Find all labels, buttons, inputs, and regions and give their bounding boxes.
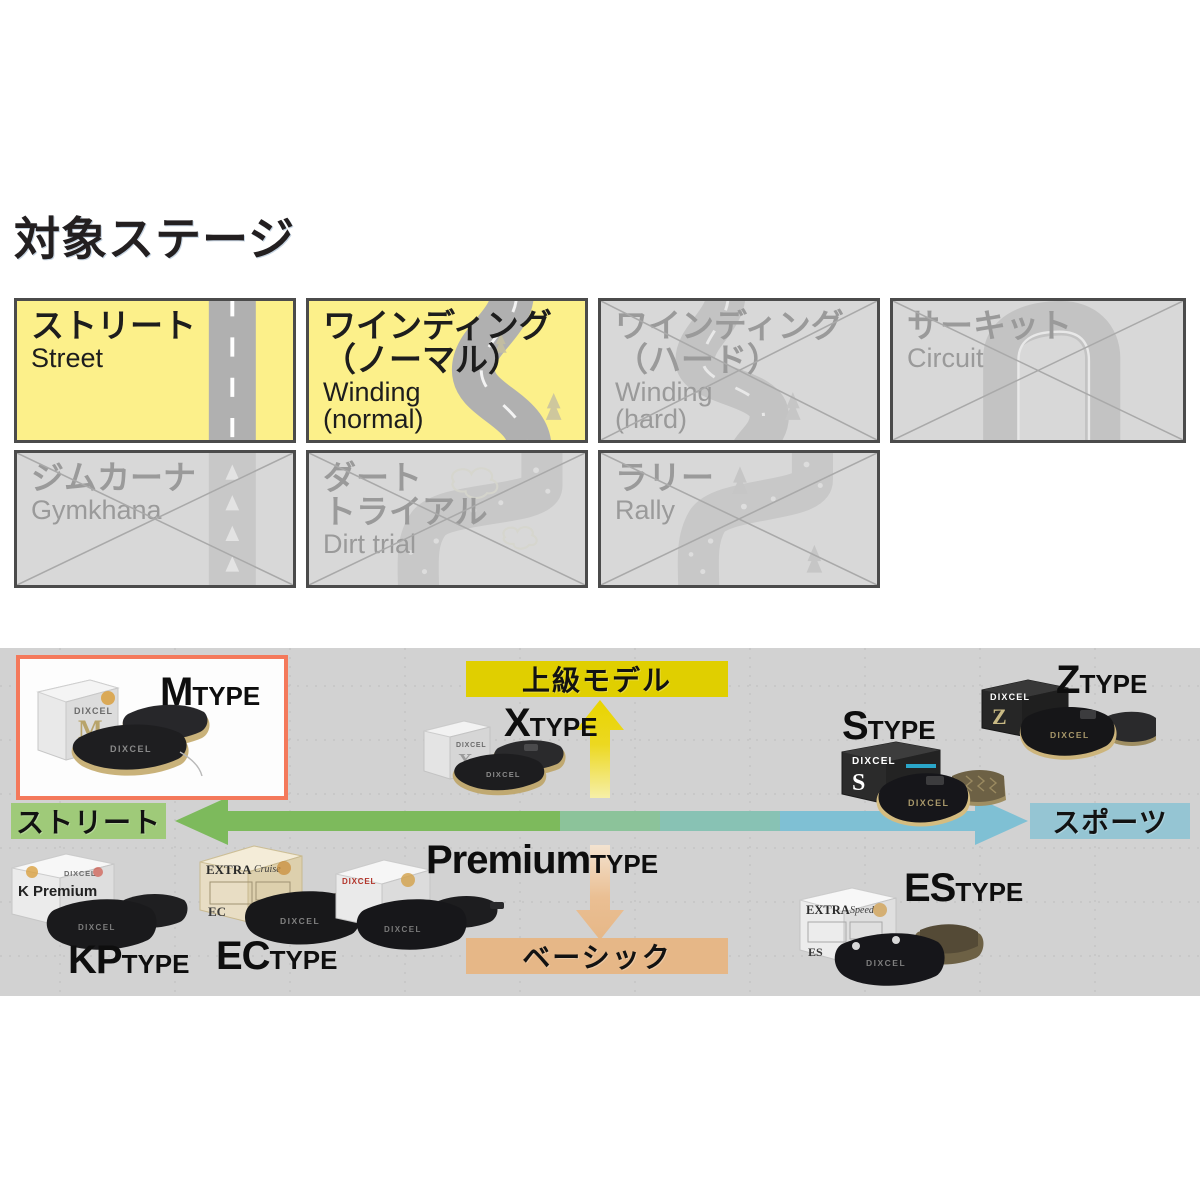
product-name: KP	[68, 938, 123, 982]
upgrade-up-arrow	[574, 700, 626, 798]
product-suffix: TYPE	[121, 949, 190, 979]
product-kp-type[interactable]: DIXCEL K Premium DIXCEL KPTYPE	[6, 848, 216, 988]
product-label-ec-type: ECTYPE	[216, 936, 338, 976]
product-label-z-type: ZTYPE	[1056, 660, 1147, 700]
product-name: Premium	[426, 838, 591, 882]
product-name: S	[842, 704, 869, 748]
banner-sports: スポーツ	[1030, 803, 1190, 839]
svg-text:DIXCEL: DIXCEL	[456, 742, 486, 749]
stage-cell-dirt-trial[interactable]: ダート トライアル Dirt trial	[306, 450, 588, 588]
product-suffix: TYPE	[955, 877, 1024, 907]
product-label-kp-type: KPTYPE	[68, 940, 190, 980]
svg-text:DIXCEL: DIXCEL	[74, 706, 113, 716]
stage-grid: ストリート Street ワインディング （ノーマル） Win	[14, 298, 1186, 588]
stage-label-street: ストリート Street	[31, 309, 196, 372]
svg-text:DIXCEL: DIXCEL	[908, 798, 949, 808]
ec-type-pad-illustration: EXTRA Cruise EC DI	[196, 840, 436, 960]
svg-text:DIXCEL: DIXCEL	[852, 756, 896, 767]
svg-text:DIXCEL: DIXCEL	[990, 692, 1030, 702]
basic-down-arrow	[574, 845, 626, 940]
svg-text:DIXCEL: DIXCEL	[78, 923, 116, 932]
product-premium-type[interactable]: DIXCEL DIXCEL PremiumTYPE	[330, 840, 658, 960]
kp-type-pad-illustration: DIXCEL K Premium DIXCEL	[8, 848, 208, 958]
stage-jp-label: ストリート	[31, 307, 196, 344]
product-name: Z	[1056, 658, 1080, 702]
banner-basic: ベーシック	[466, 938, 728, 974]
product-suffix: TYPE	[867, 715, 936, 745]
stage-cell-winding-normal[interactable]: ワインディング （ノーマル） Winding (normal)	[306, 298, 588, 443]
stage-jp-label: ダート トライアル	[323, 459, 488, 530]
stage-cell-rally[interactable]: ラリー Rally	[598, 450, 880, 588]
stage-jp-label: ワインディング （ノーマル）	[323, 307, 552, 378]
product-s-type[interactable]: DIXCEL S DIXCEL STYPE	[820, 706, 1040, 836]
banner-street: ストリート	[11, 803, 166, 839]
product-suffix: TYPE	[529, 712, 598, 742]
ec-box-label: EXTRA	[206, 862, 252, 877]
x-type-pad-illustration: DIXCEL X DIXCEL	[420, 717, 585, 803]
stage-jp-label: ラリー	[615, 459, 714, 496]
stage-en-label: Winding (hard)	[615, 376, 713, 434]
stage-jp-label: ワインディング （ハード）	[615, 307, 844, 378]
product-label-premium-type: PremiumTYPE	[426, 840, 658, 880]
stage-en-label: Circuit	[907, 342, 984, 373]
stage-label-gymkhana: ジムカーナ Gymkhana	[31, 461, 196, 524]
svg-text:Speed: Speed	[850, 905, 875, 916]
m-type-pad-illustration: DIXCEL M DIXCEL	[30, 672, 220, 787]
product-name: X	[504, 701, 531, 745]
stage-cell-street[interactable]: ストリート Street	[14, 298, 296, 443]
es-box-label: EXTRA	[806, 903, 850, 917]
svg-text:DIXCEL: DIXCEL	[384, 925, 422, 934]
stage-label-rally: ラリー Rally	[615, 461, 714, 524]
product-label-x-type: XTYPE	[504, 703, 598, 743]
product-name: ES	[904, 866, 956, 910]
product-x-type[interactable]: DIXCEL X DIXCEL XTYPE	[420, 703, 600, 803]
stage-cell-gymkhana[interactable]: ジムカーナ Gymkhana	[14, 450, 296, 588]
svg-text:DIXCEL: DIXCEL	[486, 770, 521, 779]
svg-text:DIXCEL: DIXCEL	[342, 877, 376, 886]
stage-en-label: Dirt trial	[323, 528, 416, 559]
svg-text:DIXCEL: DIXCEL	[1050, 730, 1090, 740]
svg-text:Cruise: Cruise	[254, 864, 281, 875]
product-label-s-type: STYPE	[842, 706, 936, 746]
stage-label-winding-hard: ワインディング （ハード） Winding (hard)	[615, 309, 844, 433]
svg-text:DIXCEL: DIXCEL	[110, 744, 152, 754]
product-suffix: TYPE	[1079, 669, 1148, 699]
premium-type-pad-illustration: DIXCEL DIXCEL	[330, 852, 530, 957]
product-suffix: TYPE	[269, 945, 338, 975]
product-suffix: TYPE	[590, 849, 659, 879]
stage-en-label: Winding (normal)	[323, 376, 424, 434]
ec-box-sub-label: EC	[208, 904, 226, 919]
product-name: M	[160, 670, 193, 714]
product-es-type[interactable]: EXTRA Speed ES DIXCEL	[790, 868, 1030, 996]
stage-jp-label: ジムカーナ	[31, 459, 196, 496]
product-m-type[interactable]: DIXCEL M DIXCEL MTYPE	[24, 660, 284, 795]
stage-en-label: Street	[31, 342, 104, 373]
stage-cell-winding-hard[interactable]: ワインディング （ハード） Winding (hard)	[598, 298, 880, 443]
product-label-m-type: MTYPE	[160, 672, 260, 712]
product-z-type[interactable]: DIXCEL Z DIXCEL ZTYPE	[980, 660, 1190, 785]
svg-text:DIXCEL: DIXCEL	[280, 916, 320, 926]
es-box-sub-label: ES	[808, 945, 823, 959]
svg-text:S: S	[852, 770, 865, 796]
product-suffix: TYPE	[192, 681, 261, 711]
svg-text:Z: Z	[992, 704, 1007, 729]
stage-label-dirt-trial: ダート トライアル Dirt trial	[323, 461, 488, 558]
stage-en-label: Rally	[615, 494, 676, 525]
svg-text:DIXCEL: DIXCEL	[866, 958, 906, 968]
product-label-es-type: ESTYPE	[904, 868, 1023, 908]
stage-jp-label: サーキット	[907, 307, 1072, 344]
page-title: 対象ステージ	[14, 213, 296, 265]
stage-label-winding-normal: ワインディング （ノーマル） Winding (normal)	[323, 309, 552, 433]
banner-advanced-model: 上級モデル	[466, 661, 728, 697]
z-type-pad-illustration: DIXCEL Z DIXCEL	[980, 678, 1170, 778]
stage-cell-circuit[interactable]: サーキット Circuit	[890, 298, 1186, 443]
product-name: EC	[216, 934, 271, 978]
es-type-pad-illustration: EXTRA Speed ES DIXCEL	[796, 882, 1016, 992]
svg-text:DIXCEL: DIXCEL	[64, 869, 96, 878]
stage-en-label: Gymkhana	[31, 494, 162, 525]
stage-label-circuit: サーキット Circuit	[907, 309, 1072, 372]
kp-box-label: K Premium	[18, 883, 97, 900]
product-ec-type[interactable]: EXTRA Cruise EC DI	[196, 840, 446, 990]
s-type-pad-illustration: DIXCEL S DIXCEL	[840, 738, 1030, 838]
